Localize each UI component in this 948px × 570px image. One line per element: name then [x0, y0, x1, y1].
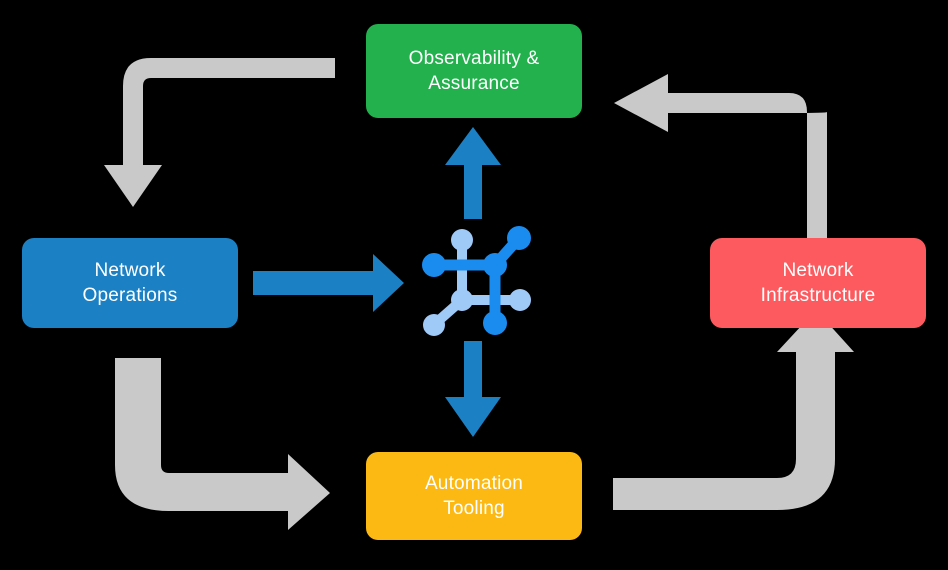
arrow-center-to-automation-tooling: [445, 341, 501, 437]
network-topology-icon: [422, 226, 531, 336]
node-automation-tooling[interactable]: Automation Tooling: [366, 452, 582, 540]
node-network-operations[interactable]: Network Operations: [22, 238, 238, 328]
connector-network-infrastructure-to-observability: [614, 74, 827, 238]
arrow-network-operations-to-center: [253, 254, 404, 312]
connector-automation-tooling-to-network-infrastructure: [613, 310, 854, 510]
arrow-center-to-observability: [445, 127, 501, 219]
node-observability-assurance[interactable]: Observability & Assurance: [366, 24, 582, 118]
connector-network-operations-to-automation-tooling: [115, 358, 330, 530]
connector-observability-to-network-operations: [104, 58, 335, 207]
node-network-infrastructure[interactable]: Network Infrastructure: [710, 238, 926, 328]
